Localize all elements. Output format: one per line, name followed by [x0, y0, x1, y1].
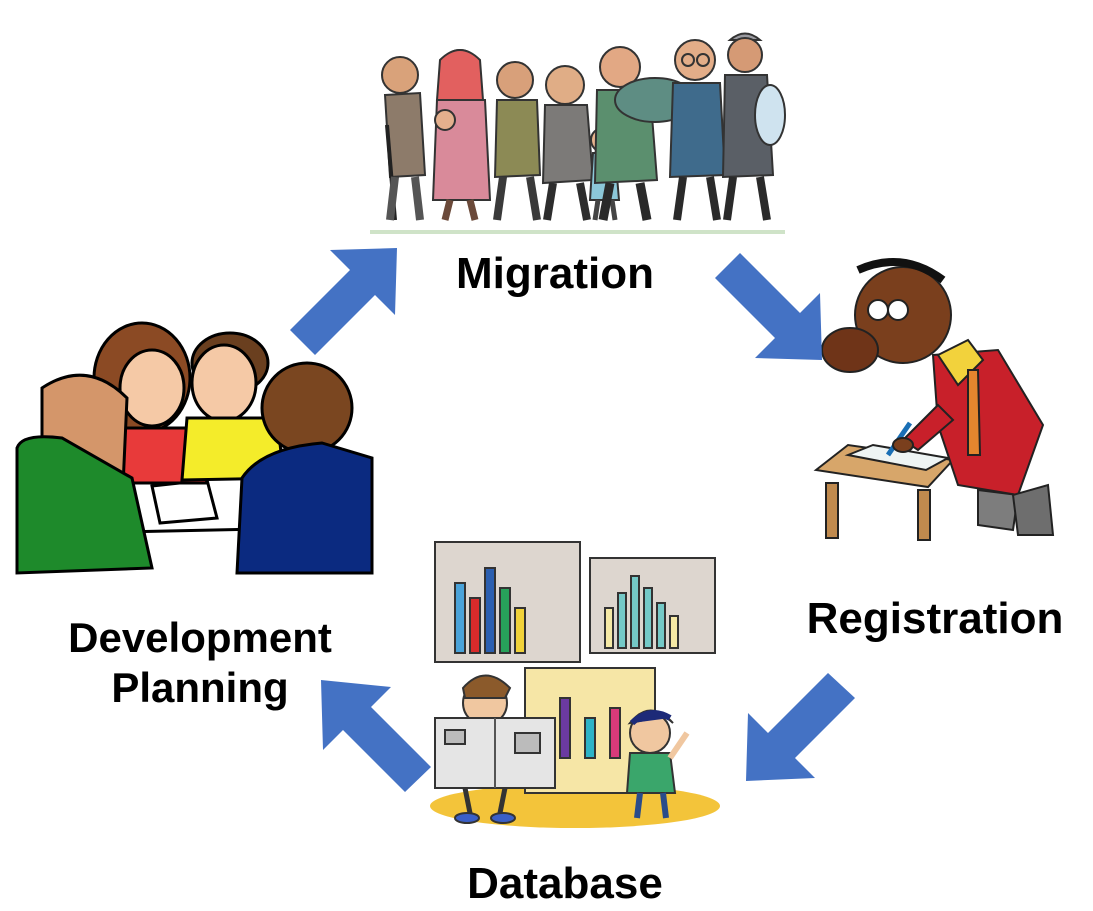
- migrating-people-illustration: [370, 32, 786, 234]
- team-meeting-illustration: [15, 321, 374, 575]
- development-planning-label: Development Planning: [30, 613, 370, 714]
- arrow-migration-to-registration: [715, 253, 822, 360]
- arrow-database-to-planning: [321, 680, 431, 792]
- migration-label: Migration: [456, 249, 654, 298]
- development-planning-label-line2: Planning: [111, 664, 289, 712]
- development-planning-label-line1: Development: [68, 614, 332, 661]
- man-registering-at-desk-illustration: [813, 258, 1055, 541]
- registration-label: Registration: [806, 594, 1064, 643]
- children-with-charts-illustration: [430, 541, 720, 828]
- arrow-planning-to-migration: [290, 248, 397, 355]
- database-label: Database: [467, 859, 663, 908]
- arrow-registration-to-database: [746, 673, 855, 781]
